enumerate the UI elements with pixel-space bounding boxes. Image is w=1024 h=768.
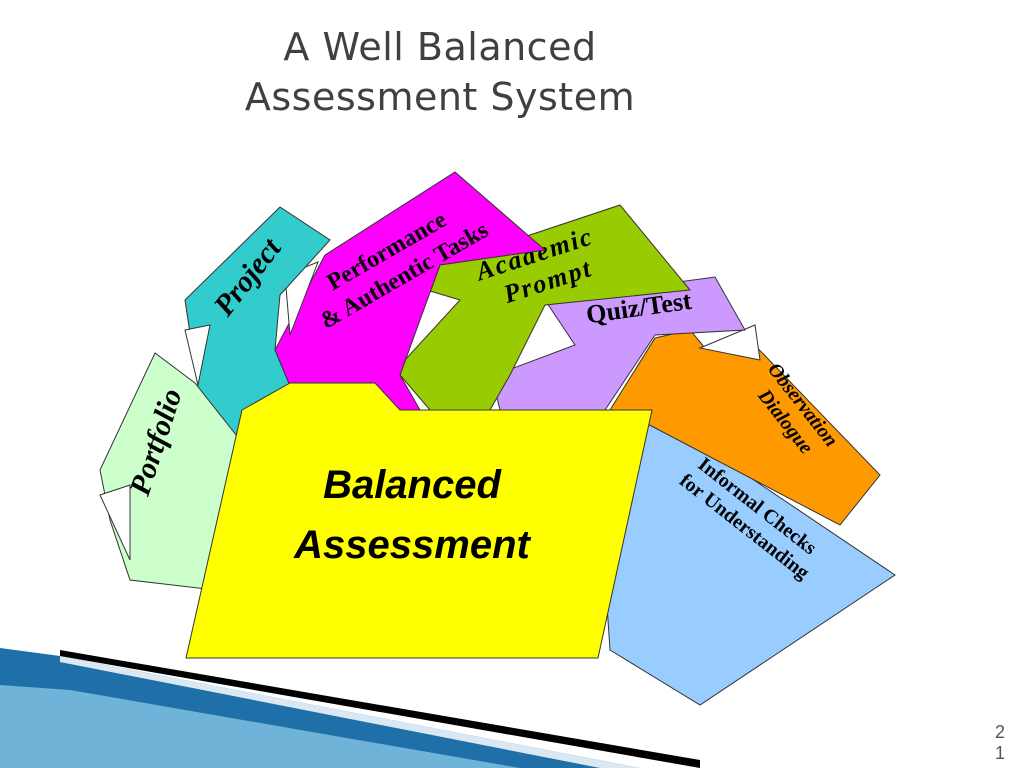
- observation-flap: [698, 324, 761, 361]
- page-number: 21: [994, 722, 1005, 763]
- title-line-1: A Well Balanced: [283, 25, 597, 69]
- center-line-1: Balanced: [323, 463, 502, 507]
- center-folder-shape: [185, 382, 653, 659]
- slide-title: A Well Balanced Assessment System: [180, 22, 700, 122]
- decorative-swoosh: [0, 648, 700, 768]
- folder-portfolio: Portfolio: [99, 352, 241, 591]
- center-line-2: Assessment: [293, 523, 531, 567]
- folder-balanced-assessment: Balanced Assessment: [185, 382, 653, 659]
- project-flap: [184, 324, 211, 386]
- title-line-2: Assessment System: [244, 75, 636, 119]
- portfolio-flap: [99, 484, 131, 561]
